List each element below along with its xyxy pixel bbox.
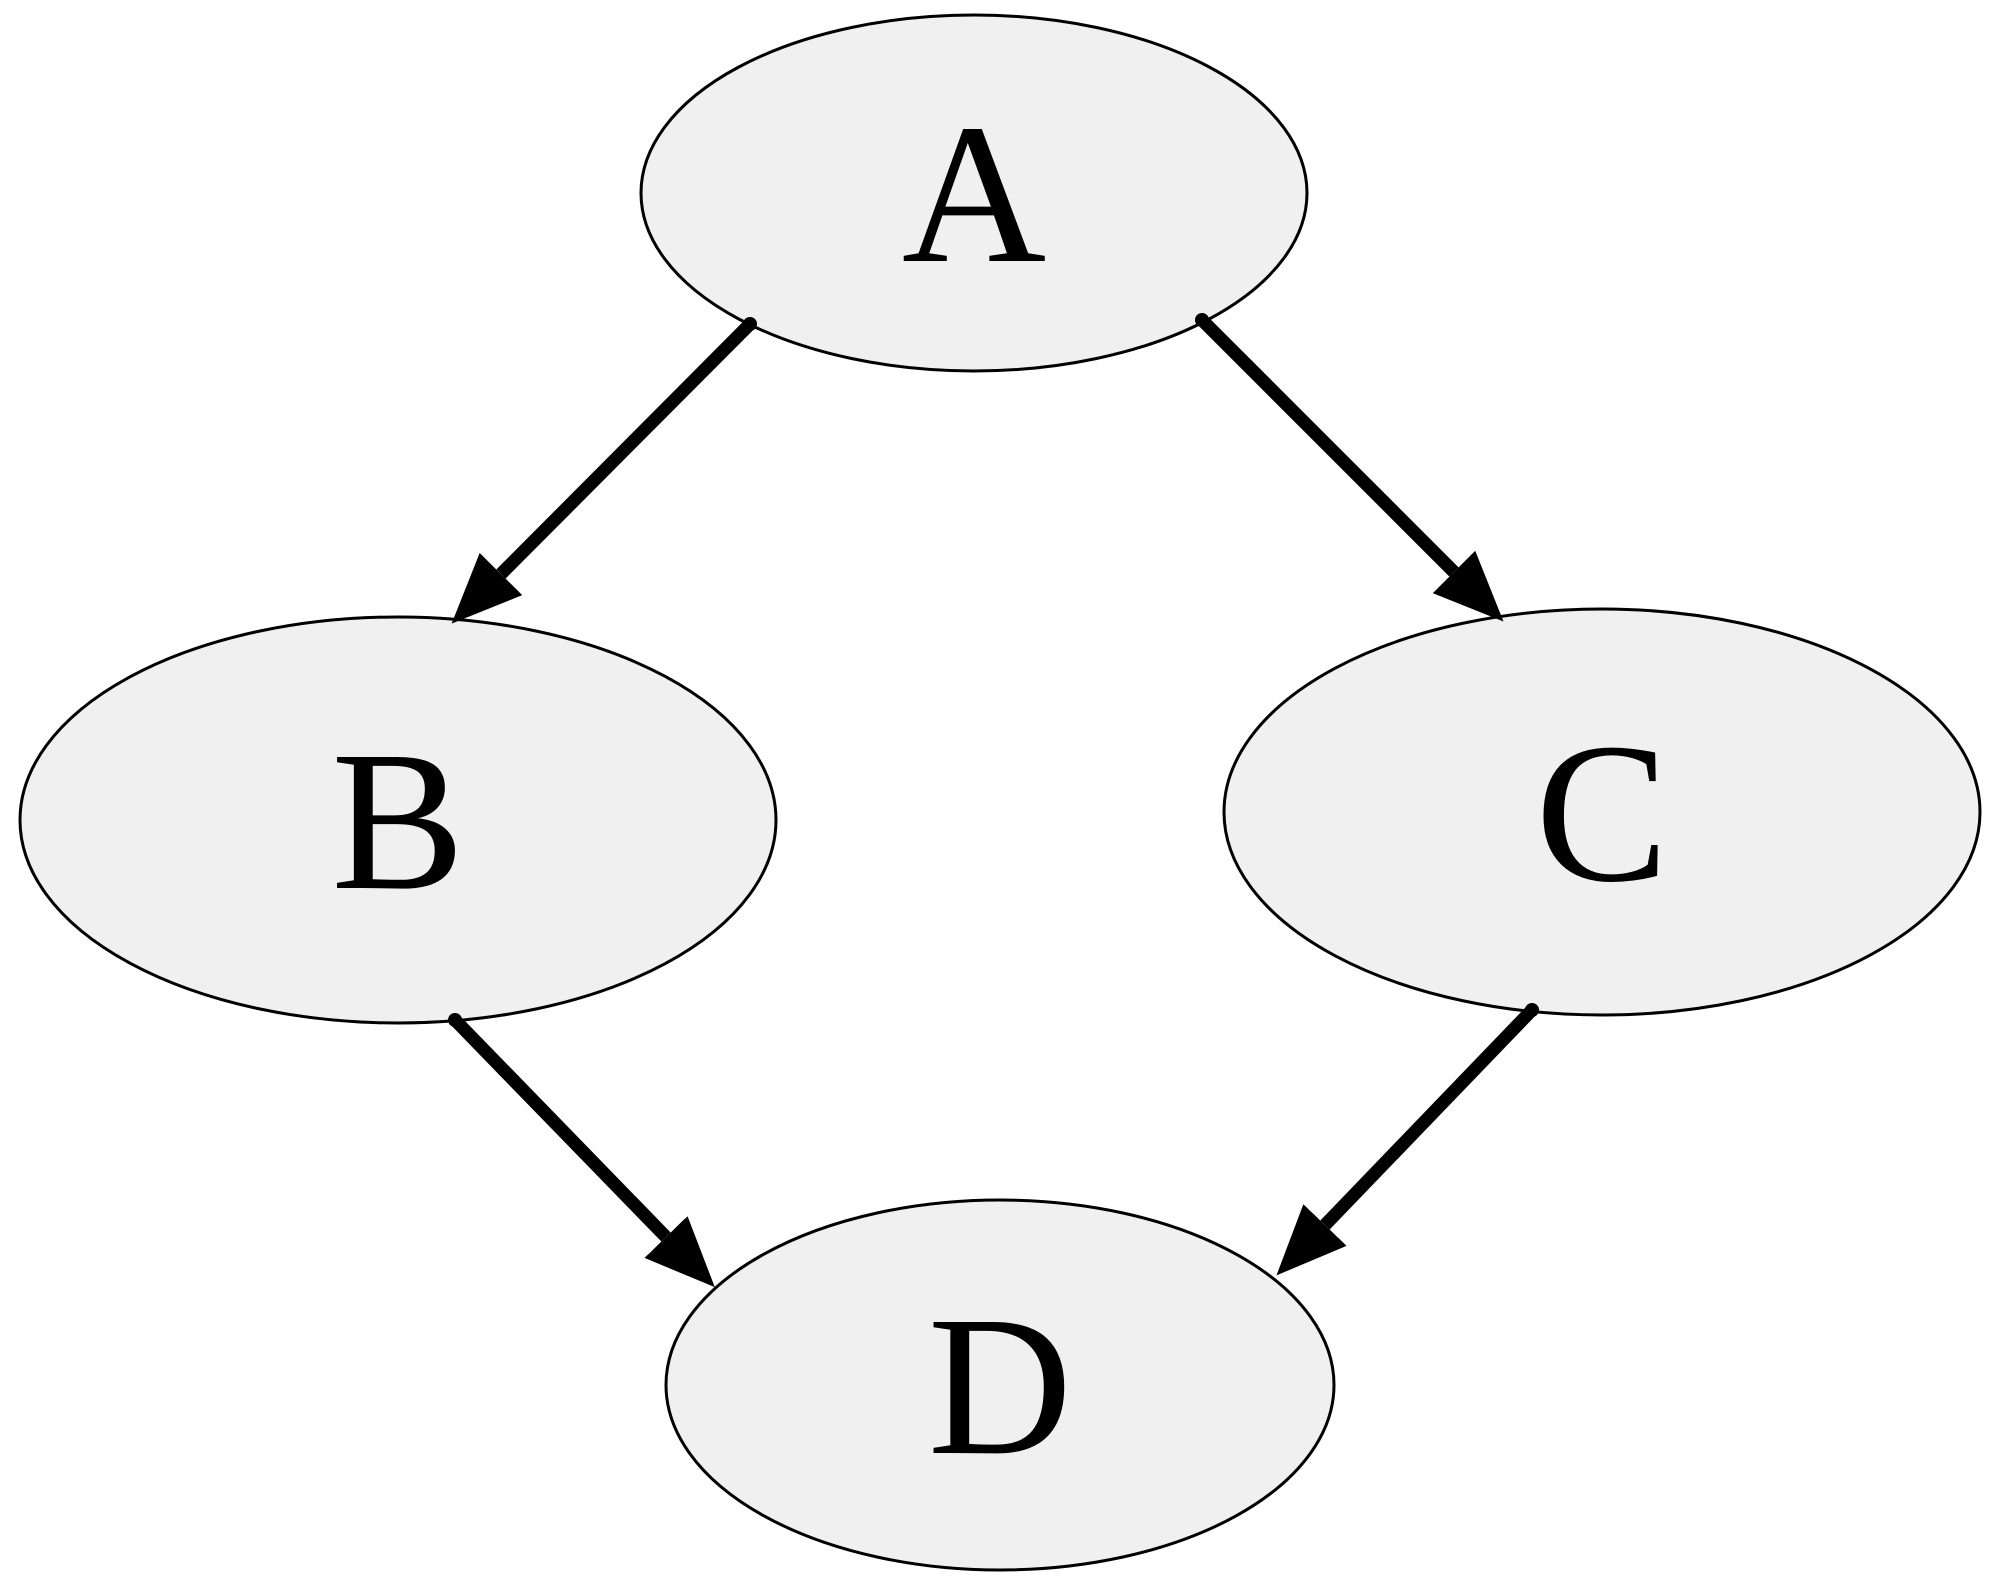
edge-A-B xyxy=(451,317,757,624)
node-A-ellipse xyxy=(639,13,1309,373)
edge-A-C xyxy=(1195,313,1504,622)
edge-A-C-start-dot xyxy=(1195,313,1209,327)
node-B-ellipse xyxy=(18,615,778,1025)
edge-A-B-start-dot xyxy=(743,317,757,331)
node-C-ellipse xyxy=(1222,607,1982,1017)
edge-A-C-line xyxy=(1197,315,1504,622)
node-D-label: D xyxy=(928,1276,1072,1497)
edge-B-D-start-dot xyxy=(448,1013,462,1027)
graph-node-C: C xyxy=(1222,607,1982,1017)
node-A-label: A xyxy=(902,84,1046,305)
graph-node-A: A xyxy=(639,13,1309,373)
node-D-ellipse xyxy=(664,1198,1336,1572)
node-B-label: B xyxy=(331,711,464,932)
edge-C-D-line xyxy=(1276,1005,1537,1276)
edge-C-D xyxy=(1276,1003,1539,1276)
nodes-layer: A B C D xyxy=(18,13,1982,1572)
edge-A-B-line xyxy=(451,319,755,624)
graph-node-D: D xyxy=(664,1198,1336,1572)
edge-B-D xyxy=(448,1013,715,1288)
node-C-label: C xyxy=(1535,703,1668,924)
edges-layer xyxy=(448,313,1539,1288)
graph-node-B: B xyxy=(18,615,778,1025)
edge-C-D-start-dot xyxy=(1525,1003,1539,1017)
edge-B-D-line xyxy=(450,1015,715,1288)
